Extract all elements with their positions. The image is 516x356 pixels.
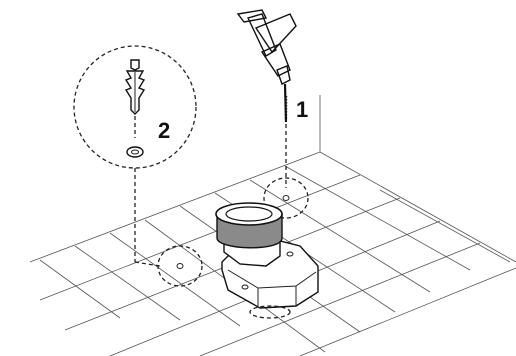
toilet-flange-icon (216, 203, 318, 318)
step-1-label: 1 (296, 97, 308, 122)
drill-icon (238, 10, 296, 188)
floor-hole-marker-left (158, 246, 202, 286)
step-2-label: 2 (158, 118, 170, 143)
callout-connector (135, 168, 160, 266)
